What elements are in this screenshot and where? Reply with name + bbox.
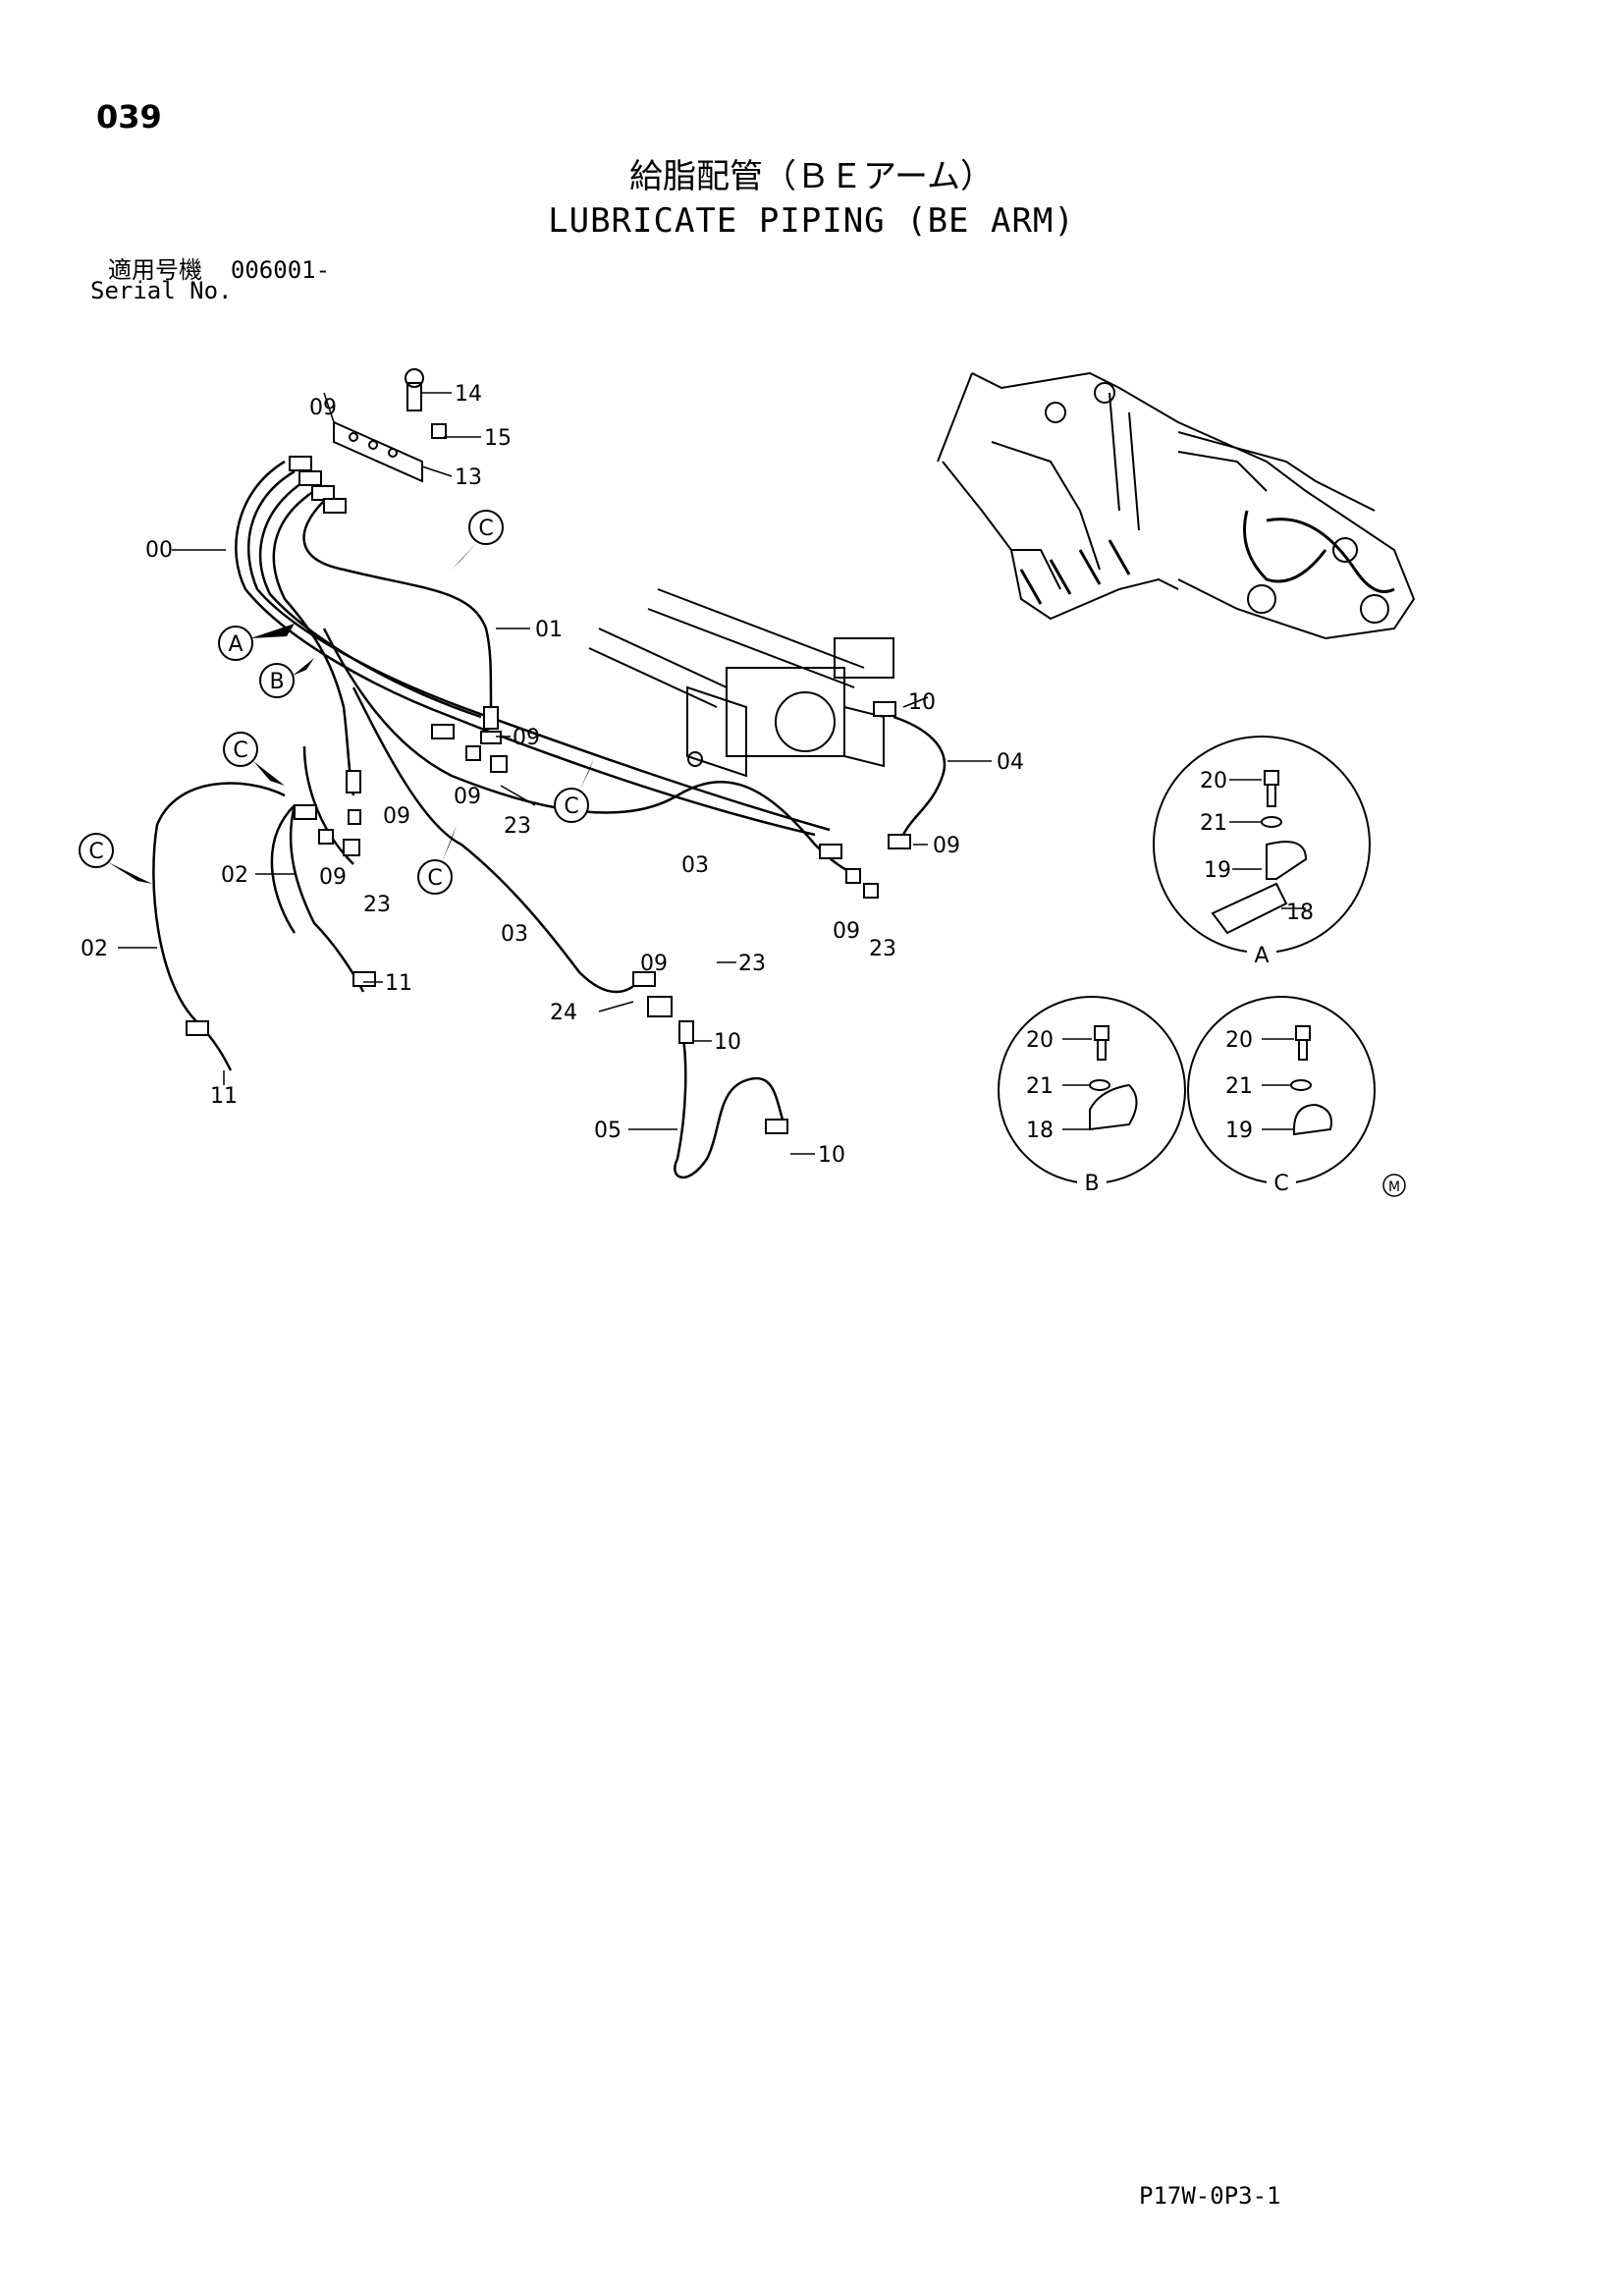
callout-09-bottom: 09 — [640, 952, 668, 976]
serial-label-japanese: 適用号機 — [108, 256, 202, 284]
callout-09-right: 09 — [933, 834, 960, 858]
page-number: 039 — [96, 98, 162, 136]
callout-09-center: 09 — [454, 785, 481, 809]
callout-23-left: 23 — [363, 893, 391, 917]
leader-lines — [118, 392, 992, 1155]
callout-10-right: 10 — [908, 690, 936, 715]
detail-marker-pointers — [108, 543, 594, 884]
arm-context-view — [937, 371, 1416, 640]
detail-a-title: A — [1254, 944, 1269, 968]
callout-01: 01 — [535, 618, 563, 642]
detail-c-clamp: 19 — [1225, 1119, 1253, 1143]
detail-marker-c4: C — [88, 840, 103, 864]
arm-cylinder — [588, 588, 894, 778]
callout-10-middle: 10 — [714, 1030, 741, 1055]
detail-markers — [79, 510, 589, 895]
detail-a-washer: 21 — [1200, 811, 1227, 836]
callout-09-middle: 09 — [513, 726, 540, 750]
detail-marker-a-circle — [218, 626, 253, 661]
serial-line-japanese: 適用号機 006001- — [108, 250, 330, 285]
callout-11-middle: 11 — [385, 971, 412, 996]
detail-marker-c2: C — [233, 738, 247, 763]
callout-09-top: 09 — [309, 396, 337, 420]
callout-14: 14 — [455, 382, 482, 407]
hose-fittings — [186, 456, 911, 1134]
m-mark-letter: M — [1388, 1179, 1400, 1195]
detail-marker-c4-circle — [79, 833, 114, 868]
callout-23-middle: 23 — [504, 814, 531, 839]
part-callouts: 00 01 02 02 03 03 04 05 09 09 09 09 09 0… — [81, 382, 1024, 1168]
callout-23-bottom: 23 — [738, 952, 766, 976]
detail-b-bolt: 20 — [1026, 1028, 1054, 1053]
detail-b-washer: 21 — [1026, 1074, 1054, 1099]
detail-view-c: 20 21 19 C — [1187, 996, 1376, 1196]
callout-13: 13 — [455, 465, 482, 490]
detail-marker-c1: C — [478, 517, 493, 541]
callout-02-upper: 02 — [221, 863, 248, 888]
detail-marker-c3-circle — [554, 788, 589, 823]
m-mark-icon: M — [1382, 1174, 1406, 1197]
detail-marker-a: A — [228, 632, 243, 657]
detail-c-washer: 21 — [1225, 1074, 1253, 1099]
detail-marker-c3: C — [564, 794, 578, 819]
detail-b-clamp: 18 — [1026, 1119, 1054, 1143]
detail-c-title: C — [1273, 1172, 1288, 1196]
page-title-japanese: 給脂配管（ＢＥアーム） — [629, 157, 994, 196]
callout-09-left: 09 — [383, 804, 410, 829]
detail-marker-b: B — [269, 670, 284, 694]
detail-view-a: 20 21 19 18 A — [1153, 736, 1371, 968]
detail-marker-c5: C — [427, 866, 442, 891]
callout-04: 04 — [997, 750, 1024, 775]
detail-a-plate: 18 — [1286, 901, 1314, 925]
callout-23-right: 23 — [869, 937, 896, 961]
callout-15: 15 — [484, 426, 512, 451]
detail-marker-c1-circle — [468, 510, 504, 545]
detail-a-clamp: 19 — [1204, 858, 1231, 883]
callout-03-upper: 03 — [681, 853, 709, 878]
callout-03-lower: 03 — [501, 922, 528, 947]
page-code: P17W-0P3-1 — [1139, 2182, 1281, 2210]
detail-marker-c2-circle — [223, 732, 258, 767]
serial-label: Serial No. — [90, 277, 233, 304]
callout-09-right-lower: 09 — [833, 919, 860, 944]
detail-a-bolt: 20 — [1200, 769, 1227, 793]
callout-05: 05 — [594, 1119, 622, 1143]
detail-view-b: 20 21 18 B — [998, 996, 1186, 1196]
detail-marker-c5-circle — [417, 859, 453, 895]
callout-24: 24 — [550, 1001, 577, 1025]
detail-c-bolt: 20 — [1225, 1028, 1253, 1053]
serial-value: 006001- — [230, 256, 331, 284]
callout-02-lower: 02 — [81, 937, 108, 961]
grease-bar — [333, 368, 447, 483]
callout-09-lower-left: 09 — [319, 865, 347, 890]
page-title: LUBRICATE PIPING (BE ARM) — [548, 201, 1075, 241]
grease-hoses — [152, 460, 947, 1179]
detail-marker-letters: A B C C C C C — [88, 517, 578, 891]
callout-00: 00 — [145, 538, 173, 563]
detail-b-title: B — [1084, 1172, 1099, 1196]
callout-10-bottom: 10 — [818, 1143, 845, 1168]
callout-11-bottom: 11 — [210, 1084, 238, 1109]
detail-marker-b-circle — [259, 663, 295, 698]
